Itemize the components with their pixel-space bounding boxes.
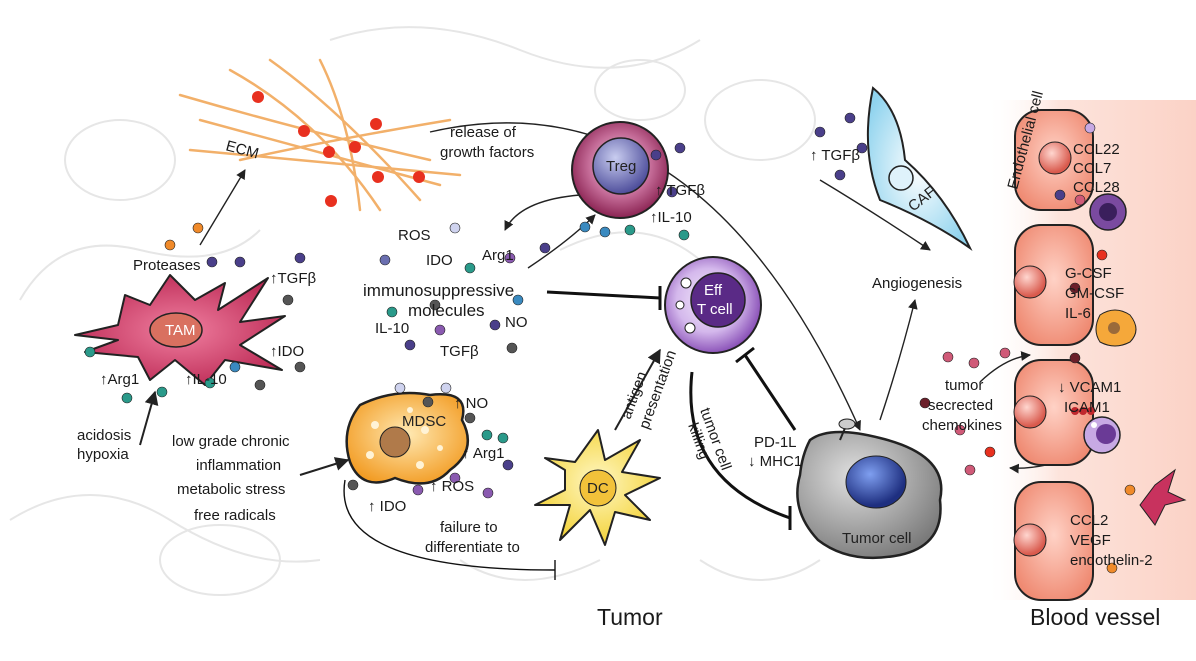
immunosuppressive-label: immunosuppressive bbox=[363, 281, 514, 300]
vegf-label: VEGF bbox=[1070, 532, 1111, 549]
tgfb-mid-label: TGFβ bbox=[440, 343, 479, 360]
mdsc-ros-label: ↑ ROS bbox=[430, 478, 474, 495]
hypoxia-label: hypoxia bbox=[77, 446, 129, 463]
mdsc-label: MDSC bbox=[402, 413, 446, 430]
vessel-immune-cells bbox=[1071, 193, 1187, 526]
ccl7-label: CCL7 bbox=[1073, 160, 1111, 177]
failure-to-differentiate-line bbox=[343, 479, 556, 571]
il6-label: IL-6 bbox=[1065, 305, 1091, 322]
tam-tgfb-label: ↑TGFβ bbox=[270, 270, 316, 287]
tam-ido-label: ↑IDO bbox=[270, 343, 304, 360]
molecules-label: molecules bbox=[408, 301, 485, 320]
treg-cell: Treg bbox=[571, 121, 669, 219]
mhc1-label: ↓ MHC1 bbox=[748, 453, 802, 470]
arg1-label: Arg1 bbox=[482, 247, 514, 264]
tam-cell: TAM bbox=[74, 274, 286, 386]
ido-label: IDO bbox=[426, 252, 453, 269]
icam1-label: ICAM1 bbox=[1064, 399, 1110, 416]
tgfb-to-angiogenesis-arrow bbox=[819, 179, 931, 251]
mdsc-ido-label: ↑ IDO bbox=[368, 498, 406, 515]
ccl2-label: CCL2 bbox=[1070, 512, 1108, 529]
caf-tgfb-label: ↑ TGFβ bbox=[810, 147, 860, 164]
caf-cell: CAF bbox=[866, 86, 973, 251]
mdsc-no-label: ↑ NO bbox=[454, 395, 488, 412]
gcsf-label: G-CSF bbox=[1065, 265, 1112, 282]
eff-t-cell: Eff T cell bbox=[664, 256, 762, 354]
mdsc-cell: MDSC bbox=[345, 391, 470, 485]
secrected-label: secrected bbox=[928, 397, 993, 414]
immuno-to-treg-arrow bbox=[527, 214, 596, 269]
inflammation-to-mdsc-arrow bbox=[299, 457, 350, 476]
free-radicals-label: free radicals bbox=[194, 507, 276, 524]
vcam1-label: ↓ VCAM1 bbox=[1058, 379, 1121, 396]
pdl1-label: PD-1L bbox=[754, 434, 797, 451]
ecm-fibers bbox=[178, 58, 462, 212]
ccl28-label: CCL28 bbox=[1073, 179, 1120, 196]
tam-il10-label: ↑IL-10 bbox=[185, 371, 227, 388]
differentiate-label: differentiate to bbox=[425, 539, 520, 556]
angiogenesis-label: Angiogenesis bbox=[872, 275, 962, 292]
ccl22-label: CCL22 bbox=[1073, 141, 1120, 158]
tumor-cell-label: Tumor cell bbox=[842, 530, 911, 547]
failure-label: failure to bbox=[440, 519, 498, 536]
metabolic-stress-label: metabolic stress bbox=[177, 481, 285, 498]
endothelin-label: endothelin-2 bbox=[1070, 552, 1153, 569]
immuno-inhibits-eff-line bbox=[546, 290, 661, 300]
proteases-to-ecm-arrow bbox=[199, 169, 246, 246]
ecm-label: ECM bbox=[224, 137, 261, 162]
treg-tgfb-label: ↑ TGFβ bbox=[655, 182, 705, 199]
acidosis-to-tam-arrow bbox=[139, 390, 159, 446]
growth-factors-to-tumor-arrow bbox=[429, 122, 861, 431]
proteases-label: Proteases bbox=[133, 257, 201, 274]
blood-vessel-title: Blood vessel bbox=[1030, 604, 1160, 630]
growth-factors-label: growth factors bbox=[440, 144, 534, 161]
low-grade-label: low grade chronic bbox=[172, 433, 290, 450]
ros-label: ROS bbox=[398, 227, 431, 244]
acidosis-label: acidosis bbox=[77, 427, 131, 444]
tam-arg1-label: ↑Arg1 bbox=[100, 371, 139, 388]
chemokines-label: chemokines bbox=[922, 417, 1002, 434]
treg-il10-label: ↑IL-10 bbox=[650, 209, 692, 226]
background-tissue bbox=[9, 26, 821, 596]
ecm-growth-factor-dots bbox=[252, 91, 425, 207]
dc-to-eff-arrow bbox=[614, 348, 661, 431]
tumor-title: Tumor bbox=[597, 604, 663, 630]
tam-label: TAM bbox=[165, 322, 196, 339]
dc-cell: DC bbox=[534, 429, 661, 546]
gmcsf-label: GM-CSF bbox=[1065, 285, 1124, 302]
il10-mid-label: IL-10 bbox=[375, 320, 409, 337]
chemokines-to-vessel-arrow bbox=[979, 351, 1031, 383]
treg-label: Treg bbox=[606, 158, 636, 175]
inflammation-label: inflammation bbox=[196, 457, 281, 474]
tumor-to-angiogenesis-arrow bbox=[879, 299, 918, 421]
treg-to-immuno-arrow bbox=[504, 194, 581, 231]
inhibition-lines bbox=[343, 286, 797, 580]
endothelial-cells bbox=[1013, 109, 1094, 601]
tumor-cell: Tumor cell bbox=[796, 418, 943, 560]
pdl1-inhibits-eff-line bbox=[743, 354, 797, 431]
cytokine-dots bbox=[84, 112, 1136, 574]
t-cell-label: T cell bbox=[697, 301, 733, 318]
mdsc-arg1-label: ↑ Arg1 bbox=[462, 445, 505, 462]
eff-kills-tumor-line bbox=[689, 371, 791, 520]
tumor-secr-label: tumor bbox=[945, 377, 983, 394]
no-mid-label: NO bbox=[505, 314, 528, 331]
dc-label: DC bbox=[587, 480, 609, 497]
eff-label: Eff bbox=[704, 282, 723, 299]
release-label: release of bbox=[450, 124, 517, 141]
